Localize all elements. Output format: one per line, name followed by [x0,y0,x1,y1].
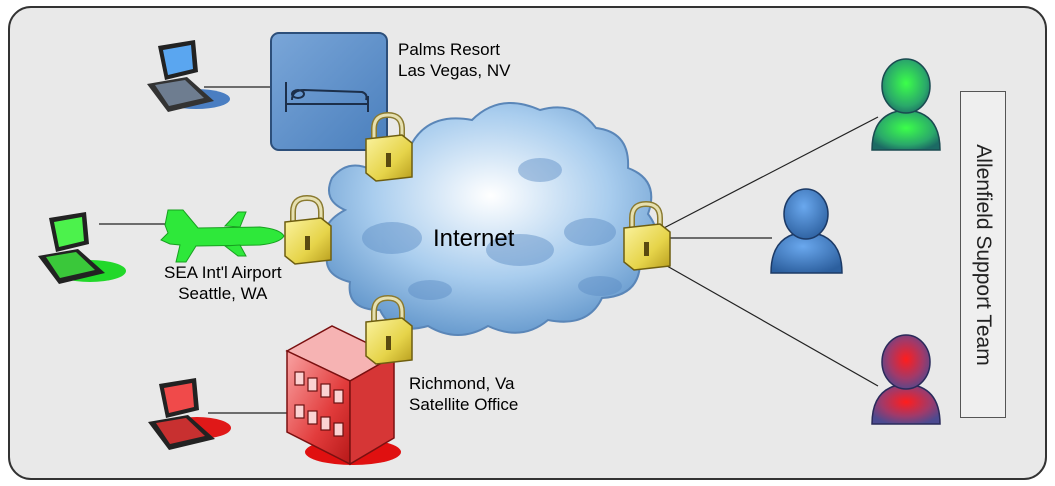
palms-resort-label: Palms Resort Las Vegas, NV [398,39,510,82]
airport-label: SEA Int'l Airport Seattle, WA [164,262,282,305]
internet-label: Internet [433,225,515,252]
richmond-label: Richmond, Va Satellite Office [409,373,518,416]
hotel-bed-icon [270,32,388,151]
padlock-icon [365,111,413,182]
airplane-icon [160,209,285,263]
laptop-icon [148,378,231,450]
support-team-label: Allenfield Support Team [972,143,995,366]
airport-name: SEA Int'l Airport [164,263,282,282]
support-team-box: Allenfield Support Team [960,91,1006,418]
laptop-icon [38,212,126,284]
padlock-icon [365,294,413,365]
padlock-icon [623,200,671,271]
laptop-icon [147,40,230,112]
person-icon [871,334,941,425]
richmond-location: Richmond, Va [409,374,515,393]
richmond-office: Satellite Office [409,395,519,415]
palms-resort-location: Las Vegas, NV [398,61,511,81]
connection-lines [99,86,879,414]
palms-resort-name: Palms Resort [398,40,501,59]
padlock-icon [284,194,332,265]
person-icon [871,58,941,151]
office-building-icon [285,325,401,466]
airport-location: Seattle, WA [178,284,268,304]
person-icon [770,188,843,274]
